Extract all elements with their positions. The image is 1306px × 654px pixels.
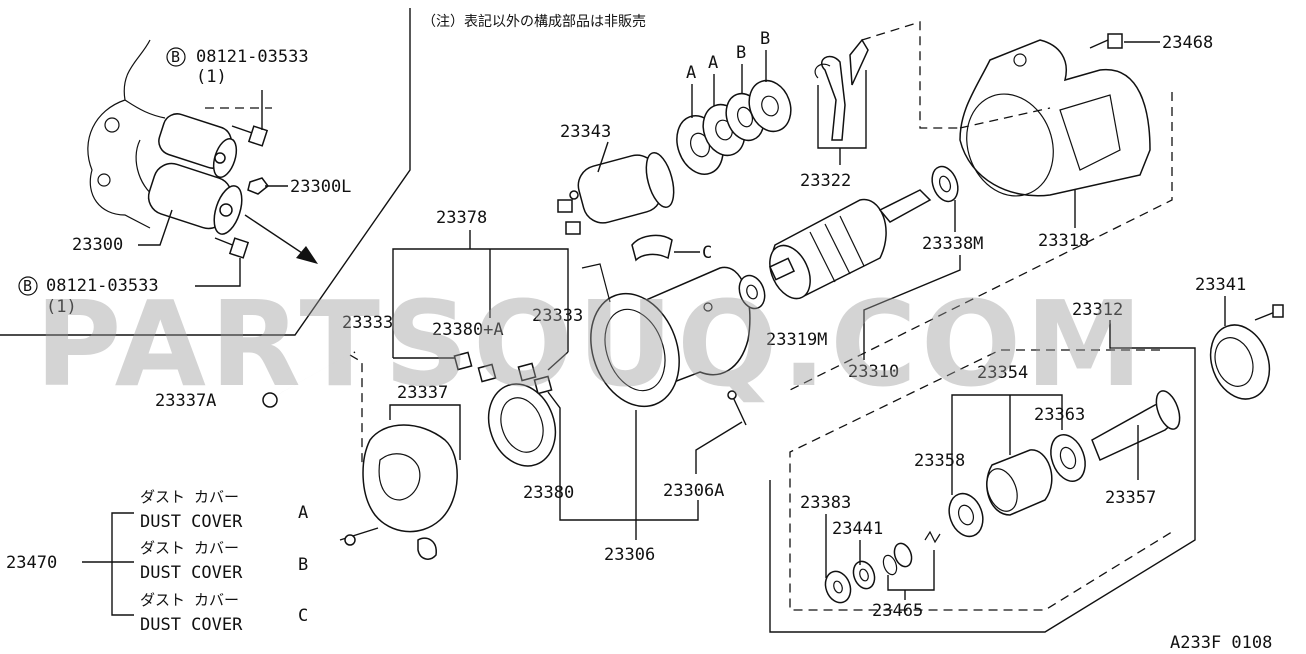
- pinion-gear-23358: [948, 492, 984, 538]
- dust-cover-a-en[interactable]: DUST COVER: [140, 512, 243, 532]
- inset-bolts: [205, 107, 272, 259]
- shim-plates: [676, 79, 792, 175]
- yoke-field-coil: [581, 263, 751, 408]
- armature-bearing-front: [931, 165, 959, 203]
- starter-assembly-sketch: [147, 113, 243, 235]
- figure-code: A233F 0108: [1170, 633, 1272, 653]
- part-23337[interactable]: 23337: [397, 383, 448, 403]
- part-23357[interactable]: 23357: [1105, 488, 1156, 508]
- armature-bearing-rear: [738, 274, 766, 310]
- part-23312[interactable]: 23312: [1072, 300, 1123, 320]
- part-23380-plus-a[interactable]: 23380+A: [432, 320, 504, 340]
- overrunning-clutch: [986, 449, 1053, 516]
- part-23343[interactable]: 23343: [560, 122, 611, 142]
- watermark: PARTSOUQ.COM: [35, 275, 1147, 413]
- brush-parts: [453, 351, 553, 395]
- part-23468[interactable]: 23468: [1162, 33, 1213, 53]
- part-23306A[interactable]: 23306A: [663, 481, 724, 501]
- snap-ring-23465: [882, 542, 913, 576]
- bolt-marker-bottom: [18, 276, 38, 296]
- dust-cover-a-jp: ダスト カバー: [140, 488, 239, 506]
- part-23310[interactable]: 23310: [848, 362, 899, 382]
- shim-label-c: C: [702, 243, 712, 263]
- part-23319M[interactable]: 23319M: [766, 330, 827, 350]
- part-23470[interactable]: 23470: [6, 553, 57, 573]
- yoke-screw: [727, 390, 747, 426]
- bolt-part-bottom-qty: (1): [46, 297, 77, 317]
- dust-cover-c-en[interactable]: DUST COVER: [140, 615, 243, 635]
- brush-holder-plate: [487, 383, 557, 467]
- spring-small: [924, 530, 941, 544]
- part-23341[interactable]: 23341: [1195, 275, 1246, 295]
- drive-lever: [814, 38, 869, 141]
- bolt-marker-top: [166, 47, 186, 67]
- shim-label-b1: B: [736, 43, 746, 63]
- stop-ring-23441: [852, 560, 876, 590]
- shim-label-b2: B: [760, 29, 770, 49]
- part-23383[interactable]: 23383: [800, 493, 851, 513]
- drive-housing: [959, 39, 1151, 197]
- part-23363[interactable]: 23363: [1034, 405, 1085, 425]
- dust-cover-a-code: A: [298, 503, 308, 523]
- part-23465[interactable]: 23465: [872, 601, 923, 621]
- rear-end-cover: [339, 424, 458, 560]
- not-sold-note: （注）表記以外の構成部品は非販売: [422, 13, 646, 30]
- part-23378[interactable]: 23378: [436, 208, 487, 228]
- solenoid-switch: [557, 152, 675, 235]
- bolt-part-bottom[interactable]: 08121-03533: [46, 276, 159, 296]
- armature: [768, 189, 932, 300]
- dust-cover-b-code: B: [298, 555, 308, 575]
- part-23354[interactable]: 23354: [977, 363, 1028, 383]
- shim-c-part: [631, 234, 673, 262]
- dust-cover-b-en[interactable]: DUST COVER: [140, 563, 243, 583]
- part-23333-left[interactable]: 23333: [342, 313, 393, 333]
- part-23318[interactable]: 23318: [1038, 231, 1089, 251]
- part-23441[interactable]: 23441: [832, 519, 883, 539]
- bolt-part-top-qty: (1): [196, 67, 227, 87]
- dust-cover-b-jp: ダスト カバー: [140, 539, 239, 557]
- part-23300[interactable]: 23300: [72, 235, 123, 255]
- part-23337A[interactable]: 23337A: [155, 391, 216, 411]
- dust-cover-c-jp: ダスト カバー: [140, 591, 239, 609]
- bolt-part-top[interactable]: 08121-03533: [196, 47, 309, 67]
- part-23306[interactable]: 23306: [604, 545, 655, 565]
- pinion-shaft-23357: [1091, 390, 1181, 462]
- bolt-marker-top-letter: B: [171, 48, 180, 66]
- dust-cover-c-code: C: [298, 606, 308, 626]
- through-bolt: [262, 351, 356, 408]
- part-23358[interactable]: 23358: [914, 451, 965, 471]
- part-23333-right[interactable]: 23333: [532, 306, 583, 326]
- shim-label-a1: A: [686, 63, 696, 83]
- front-bearing-23341: [1209, 304, 1284, 400]
- part-23322[interactable]: 23322: [800, 171, 851, 191]
- inset-frame: [0, 8, 411, 336]
- bolt-marker-bottom-letter: B: [23, 277, 32, 295]
- clutch-washer-23383: [824, 570, 852, 604]
- part-23300L[interactable]: 23300L: [290, 177, 351, 197]
- part-23338M[interactable]: 23338M: [922, 234, 983, 254]
- housing-bolt: [1089, 33, 1123, 49]
- shim-label-a2: A: [708, 53, 718, 73]
- clutch-bearing-23363: [1050, 434, 1086, 482]
- part-23380[interactable]: 23380: [523, 483, 574, 503]
- direction-arrow: [244, 214, 318, 264]
